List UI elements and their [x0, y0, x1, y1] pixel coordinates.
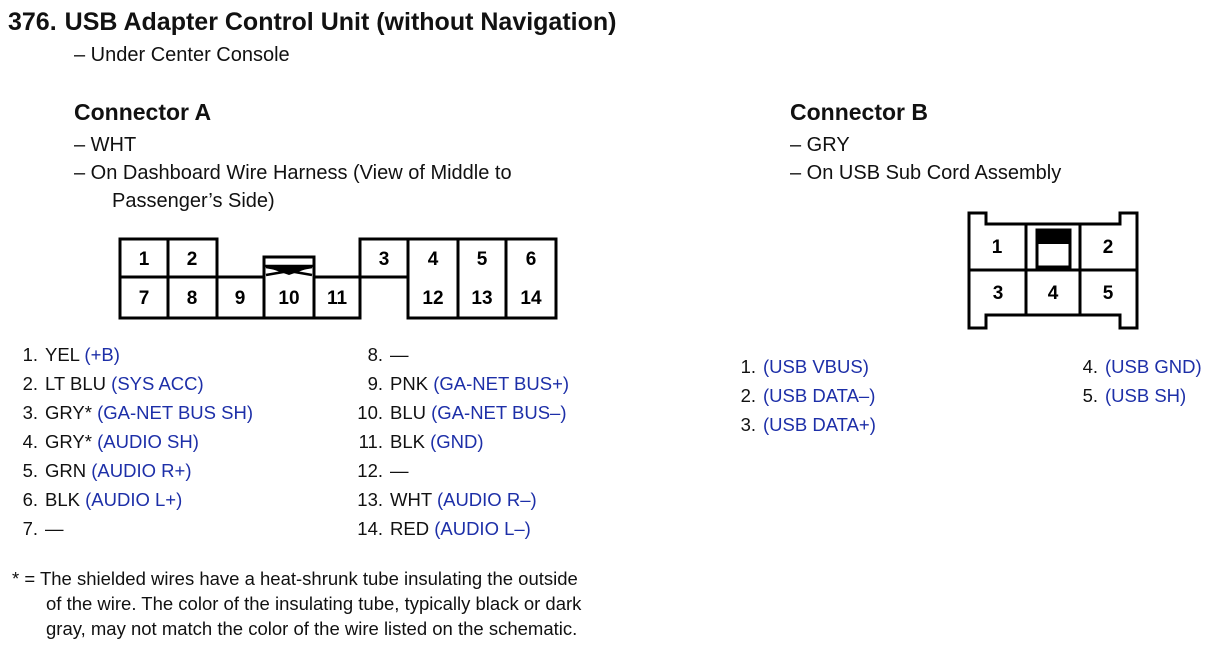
pin-list-item: 5.GRN (AUDIO R+) — [22, 460, 192, 481]
connector-b-location: – On USB Sub Cord Assembly — [790, 162, 1062, 184]
unit-location: – Under Center Console — [74, 44, 290, 66]
connector-a-pin-list-col1: 1.YEL (+B) 2.LT BLU (SYS ACC) 3.GRY* (GA… — [16, 340, 253, 543]
pin-list-item: 3.(USB DATA+) — [740, 414, 876, 435]
section-number: 376. — [8, 8, 57, 36]
pin-list-item: 11.BLK (GND) — [358, 431, 484, 452]
connector-b-outline — [967, 211, 1139, 330]
connector-b-diagram: 1 2 3 4 5 — [967, 211, 1139, 330]
connector-a-pin-6: 6 — [526, 249, 537, 270]
connector-a-pin-14: 14 — [520, 288, 542, 309]
connector-b-lock-tab — [1037, 230, 1070, 244]
pin-list-item: 13.WHT (AUDIO R–) — [357, 489, 537, 510]
pin-list-item: 7.— — [22, 518, 64, 539]
pin-list-item: 1.YEL (+B) — [22, 344, 120, 365]
connector-b-dividers — [969, 224, 1137, 315]
pin-list-item: 5.(USB SH) — [1082, 385, 1187, 406]
pin-list-item: 6.BLK (AUDIO L+) — [22, 489, 183, 510]
connector-a-pin-10: 10 — [278, 288, 299, 309]
pin-list-item: 2.(USB DATA–) — [740, 385, 876, 406]
connector-a-pin-2: 2 — [187, 249, 198, 270]
pin-list-item: 12.— — [357, 460, 409, 481]
connector-a-pin-list-col2: 8.— 9.PNK (GA-NET BUS+) 10.BLU (GA-NET B… — [350, 340, 569, 543]
connector-b-pin-5: 5 — [1103, 283, 1114, 304]
connector-b-title: Connector B — [790, 99, 928, 125]
connector-a-diagram: 1 2 3 4 5 6 7 8 9 10 11 12 13 14 — [118, 237, 558, 320]
connector-a-pin-1: 1 — [139, 249, 150, 270]
connector-b-pin-list-col2: 4.(USB GND) 5.(USB SH) — [1078, 352, 1202, 410]
pin-list-item: 1.(USB VBUS) — [740, 356, 869, 377]
connector-a-location-line2: Passenger’s Side) — [112, 190, 275, 212]
connector-a-title: Connector A — [74, 99, 212, 125]
section-title: USB Adapter Control Unit (without Naviga… — [64, 8, 617, 36]
connector-a-key-mark — [265, 265, 313, 277]
connector-a-location-line1: – On Dashboard Wire Harness (View of Mid… — [74, 162, 512, 184]
connector-b-pin-list-col1: 1.(USB VBUS) 2.(USB DATA–) 3.(USB DATA+) — [736, 352, 876, 439]
connector-a-pin-11: 11 — [327, 288, 348, 309]
pin-list-item: 4.(USB GND) — [1082, 356, 1202, 377]
connector-a-pin-4: 4 — [428, 249, 439, 270]
pin-list-item: 9.PNK (GA-NET BUS+) — [367, 373, 570, 394]
pin-list-item: 2.LT BLU (SYS ACC) — [22, 373, 204, 394]
connector-b-pin-3: 3 — [993, 283, 1004, 304]
connector-b-pin-4: 4 — [1048, 283, 1059, 304]
pin-list-item: 4.GRY* (AUDIO SH) — [22, 431, 199, 452]
connector-a-color: – WHT — [74, 134, 137, 156]
pin-list-item: 8.— — [367, 344, 409, 365]
connector-a-pin-3: 3 — [379, 249, 390, 270]
shielded-wire-footnote: * = The shielded wires have a heat-shrun… — [12, 568, 582, 639]
pin-list-item: 3.GRY* (GA-NET BUS SH) — [22, 402, 254, 423]
connector-a-pin-7: 7 — [139, 288, 150, 309]
connector-b-pin-2: 2 — [1103, 237, 1114, 258]
connector-a-pin-8: 8 — [187, 288, 198, 309]
connector-a-pin-13: 13 — [471, 288, 492, 309]
connector-a-pin-5: 5 — [477, 249, 488, 270]
pin-list-item: 14.RED (AUDIO L–) — [357, 518, 531, 539]
connector-a-dividers — [120, 239, 508, 318]
connector-b-pin-1: 1 — [992, 237, 1003, 258]
connector-b-color: – GRY — [790, 134, 850, 156]
pin-list-item: 10.BLU (GA-NET BUS–) — [357, 402, 567, 423]
connector-a-pin-12: 12 — [422, 288, 443, 309]
connector-a-pin-9: 9 — [235, 288, 246, 309]
page-title: 376.USB Adapter Control Unit (without Na… — [8, 8, 616, 37]
